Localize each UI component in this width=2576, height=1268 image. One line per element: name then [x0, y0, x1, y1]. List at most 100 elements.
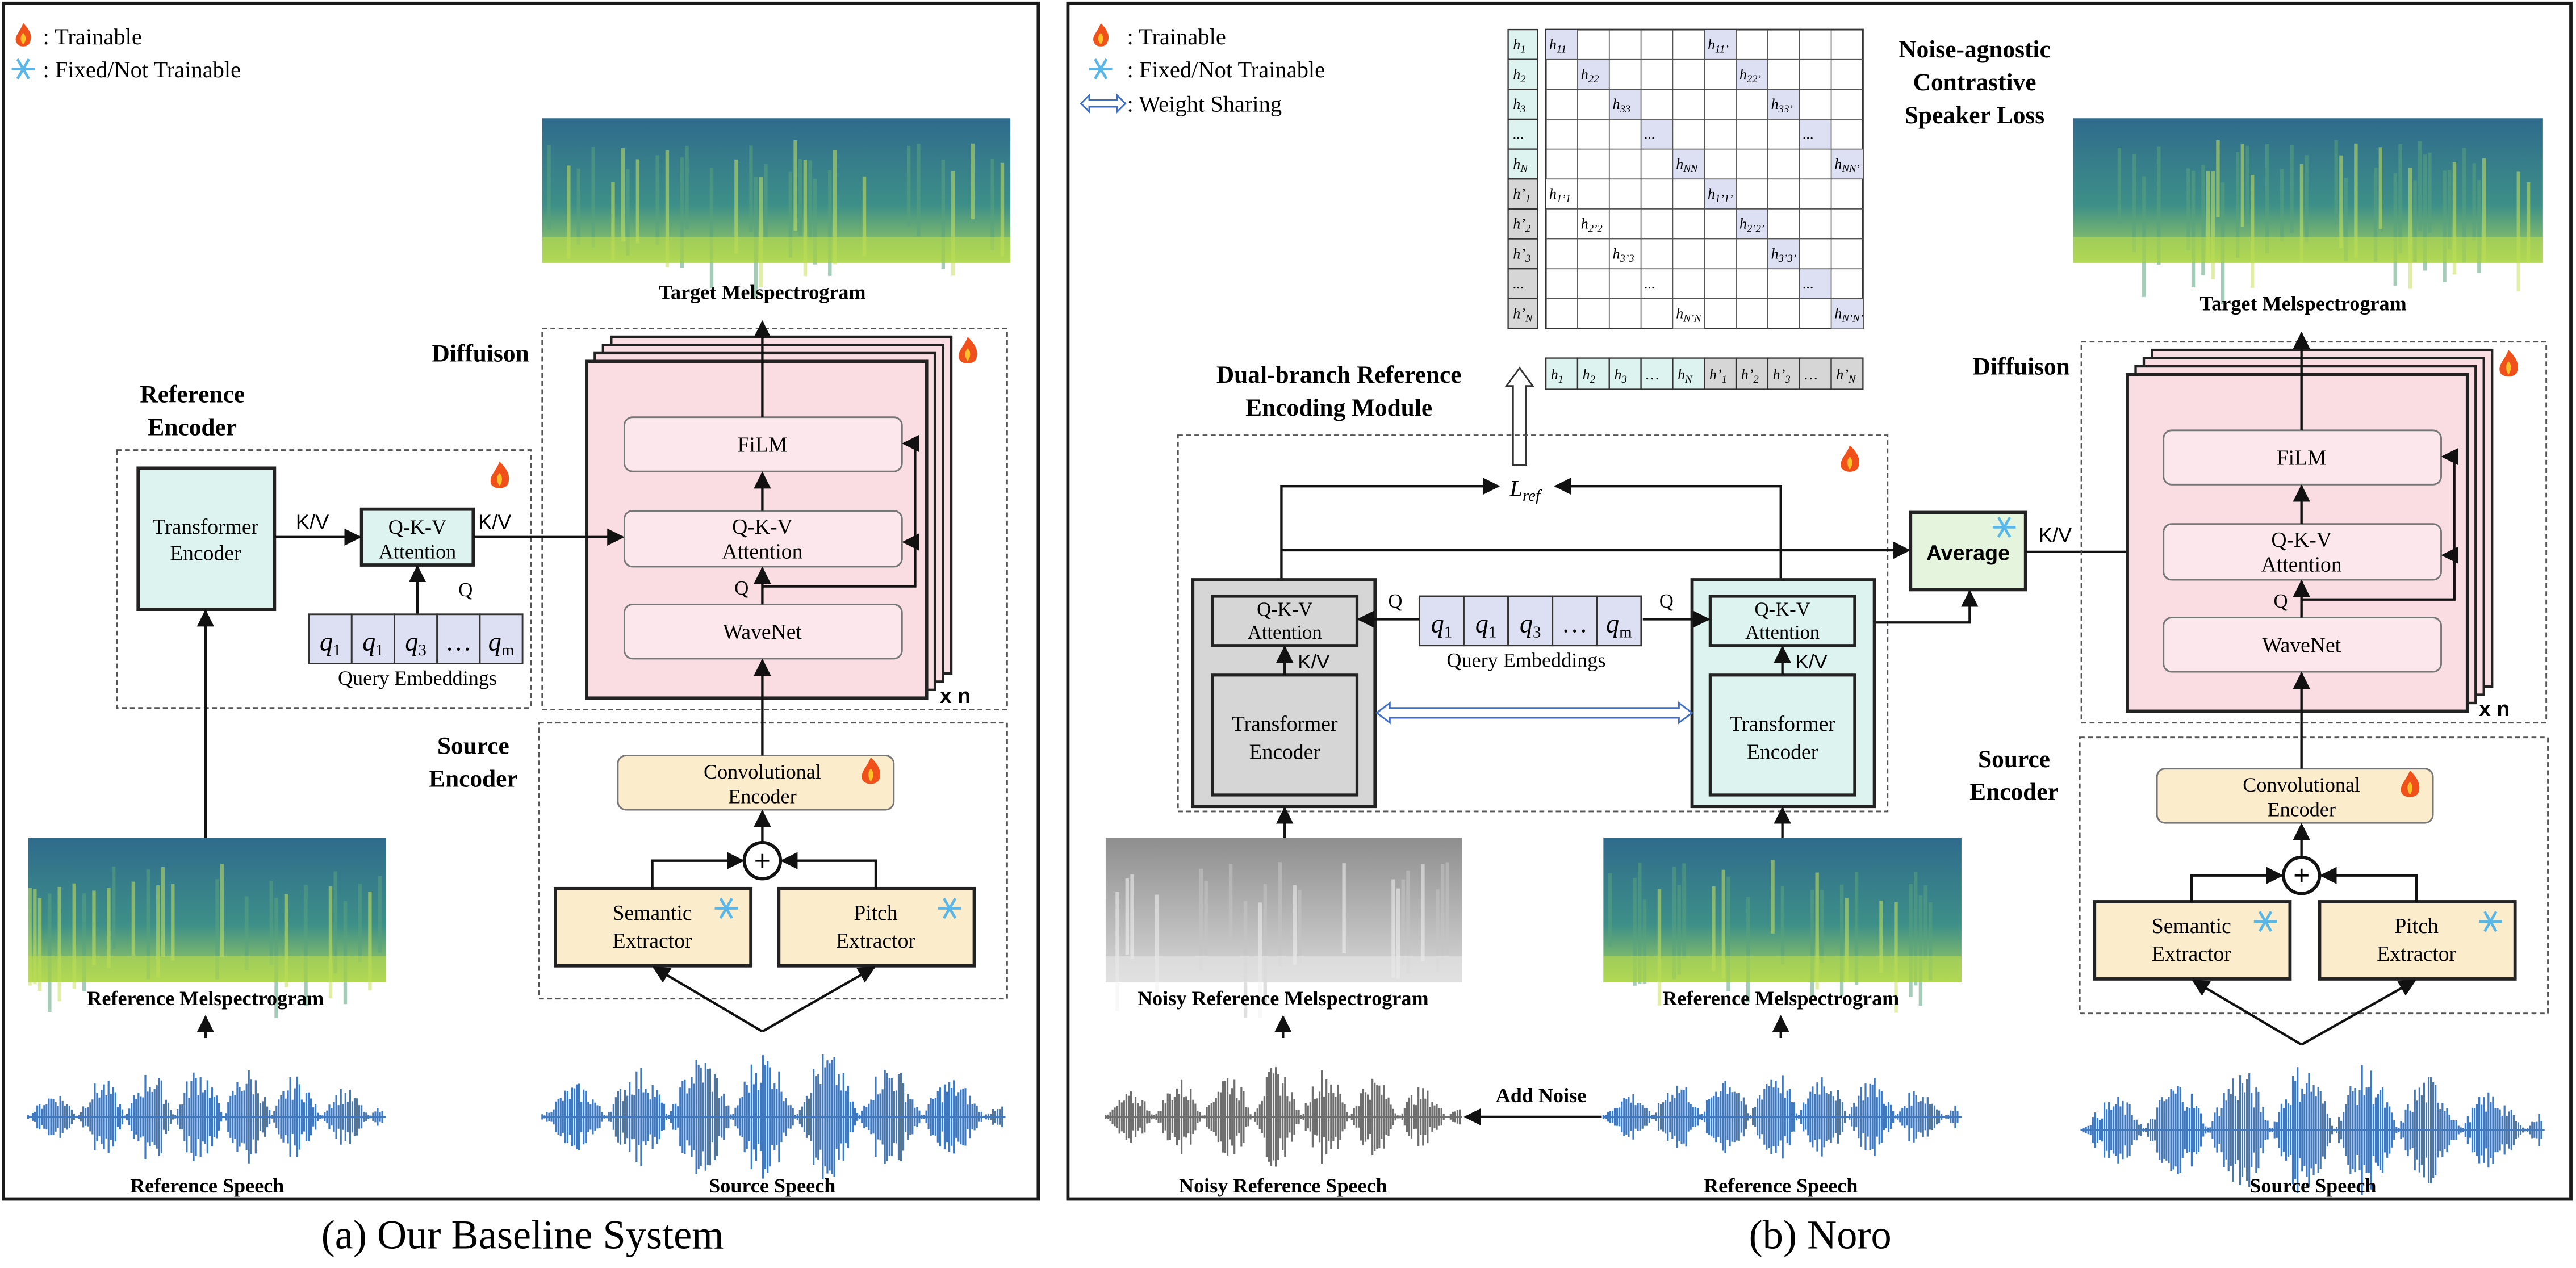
matrix-column-header: [1640, 357, 1674, 390]
matrix-cell-symbol: h: [1708, 36, 1715, 53]
arrow-b-semantic-to-sum: [2190, 867, 2284, 902]
matrix-cell-subscript: N’N: [1683, 312, 1702, 324]
column-header-symbol: h: [1583, 366, 1590, 383]
semantic-extractor-block: [554, 886, 753, 968]
spectrogram-streak: [793, 140, 797, 231]
matrix-cell-symbol: h: [1739, 66, 1747, 82]
spectrogram-streak: [917, 144, 921, 237]
matrix-cell-subscript: 2’2: [1588, 223, 1603, 235]
matrix-cell-label: h1’1: [1549, 186, 1571, 205]
spectrogram-streak: [2216, 140, 2220, 217]
query-cell-label: q1: [1475, 610, 1497, 642]
query-symbol: q: [1606, 610, 1619, 639]
query-cell: [1463, 595, 1509, 647]
spectrogram-streak: [788, 171, 793, 258]
matrix-row-header-label: h’1: [1513, 186, 1530, 205]
spectrogram-streak: [941, 159, 946, 270]
matrix-cell-symbol: h: [1613, 245, 1620, 262]
transformer-encoder-block: [136, 466, 277, 612]
matrix-cell-subscript: 3’3’: [1778, 253, 1796, 265]
matrix-cell: [1641, 269, 1673, 299]
spectrogram-streak: [1845, 898, 1849, 982]
arrow-source-to-pitch: [762, 966, 876, 1033]
loss-up-arrow: [1504, 366, 1534, 466]
query-cell-label: q1: [362, 627, 384, 659]
spectrogram-streak: [215, 879, 219, 980]
query-cell-label: qm: [1606, 610, 1632, 642]
spectrogram-streak: [626, 169, 630, 256]
spectrogram-streak: [1726, 876, 1730, 991]
matrix-cell-symbol: ...: [1644, 126, 1655, 143]
loss-title-line2: Contrastive: [1913, 69, 2036, 96]
spectrogram-streak: [759, 177, 763, 287]
spectrogram-streak: [1278, 862, 1282, 966]
matrix-cell-label: ...: [1803, 126, 1814, 143]
panel-b-caption: (b) Noro: [1749, 1212, 1892, 1257]
spectrogram-streak: [1839, 884, 1844, 996]
flame-icon: [1093, 23, 1109, 47]
legend-a: : Trainable : Fixed/Not Trainable: [11, 23, 241, 82]
transformer-encoder-line1: Transformer: [153, 515, 259, 539]
spectrogram-streak: [1914, 872, 1918, 986]
spectrogram-streak: [2462, 148, 2466, 263]
left-transformer-line2: Encoder: [1249, 740, 1321, 764]
pitch-extractor-line2: Extractor: [836, 929, 915, 953]
left-transformer-line1: Transformer: [1232, 712, 1338, 736]
reference-encoder-label-1: Reference: [140, 381, 245, 408]
column-header-symbol: h’: [1836, 366, 1849, 383]
matrix-row-header: [1507, 298, 1538, 329]
matrix-cell-label: h11’: [1708, 36, 1729, 56]
spectrogram-streak: [971, 143, 975, 220]
matrix-cell-label: h22: [1581, 66, 1599, 85]
matrix-row-header: [1507, 208, 1538, 240]
source-encoder-region: [538, 722, 1008, 1000]
matrix-column-header: [1672, 357, 1705, 390]
spectrogram-streak: [333, 871, 337, 973]
matrix-cell-symbol: h: [1549, 36, 1557, 53]
spectrogram-streak: [2408, 168, 2412, 289]
arrow-left-branch-to-lref: [1280, 477, 1500, 580]
matrix-cell-symbol: h: [1771, 96, 1779, 112]
spectrogram-streak: [1657, 889, 1662, 1006]
matrix-column-header: [1608, 357, 1642, 390]
spectrogram-streak: [2418, 141, 2422, 231]
query-cell-label: q3: [405, 627, 426, 659]
target-melspectrogram-image-b: [2073, 118, 2543, 304]
matrix-cell-label: h3’3’: [1771, 245, 1796, 265]
spectrogram-streak: [635, 159, 640, 244]
matrix-row-header-label: h2: [1513, 66, 1525, 85]
spectrogram-streak: [269, 880, 274, 965]
spectrogram-streak: [107, 888, 111, 968]
matrix-cell-subscript: 33’: [1778, 103, 1793, 115]
matrix-cell: [1609, 89, 1641, 119]
spectrogram-streak: [1771, 860, 1775, 934]
loss-title-line3: Speaker Loss: [1905, 102, 2044, 129]
spectrogram-streak: [2132, 154, 2136, 253]
spectrogram-streak: [2334, 140, 2338, 224]
panel-a-frame: [2, 1, 1040, 1201]
flame-icon: [1841, 445, 1859, 472]
spectrogram-streak: [343, 901, 348, 1005]
spectrogram-streak: [378, 876, 382, 953]
spectrogram-streak: [1401, 879, 1405, 965]
diffusion-b-attention-line1: Q-K-V: [2271, 528, 2332, 552]
arrow-skip-film: [902, 434, 919, 587]
reference-melspectrogram-image: [28, 838, 387, 1018]
source-encoder-label-1: Source: [437, 733, 509, 760]
spectrogram-streak: [798, 159, 802, 236]
pitch-extractor-line1: Pitch: [854, 901, 897, 925]
left-kv-label: K/V: [1298, 651, 1329, 673]
double-arrow-icon: [1080, 93, 1127, 114]
matrix-cell: [1767, 89, 1800, 119]
semantic-extractor-line2: Extractor: [613, 929, 692, 953]
query-subscript: 3: [1533, 623, 1541, 641]
matrix-cell: [1577, 59, 1609, 90]
matrix-cell: [1641, 119, 1673, 149]
column-header-symbol: h: [1678, 366, 1685, 383]
target-mel-b-label: Target Melspectrogram: [2199, 292, 2406, 315]
column-header-symbol: h’: [1773, 366, 1785, 383]
noisy-ref-speech-label: Noisy Reference Speech: [1179, 1174, 1387, 1197]
spectrogram-streak: [2354, 143, 2358, 258]
plus-icon: +: [754, 845, 771, 877]
